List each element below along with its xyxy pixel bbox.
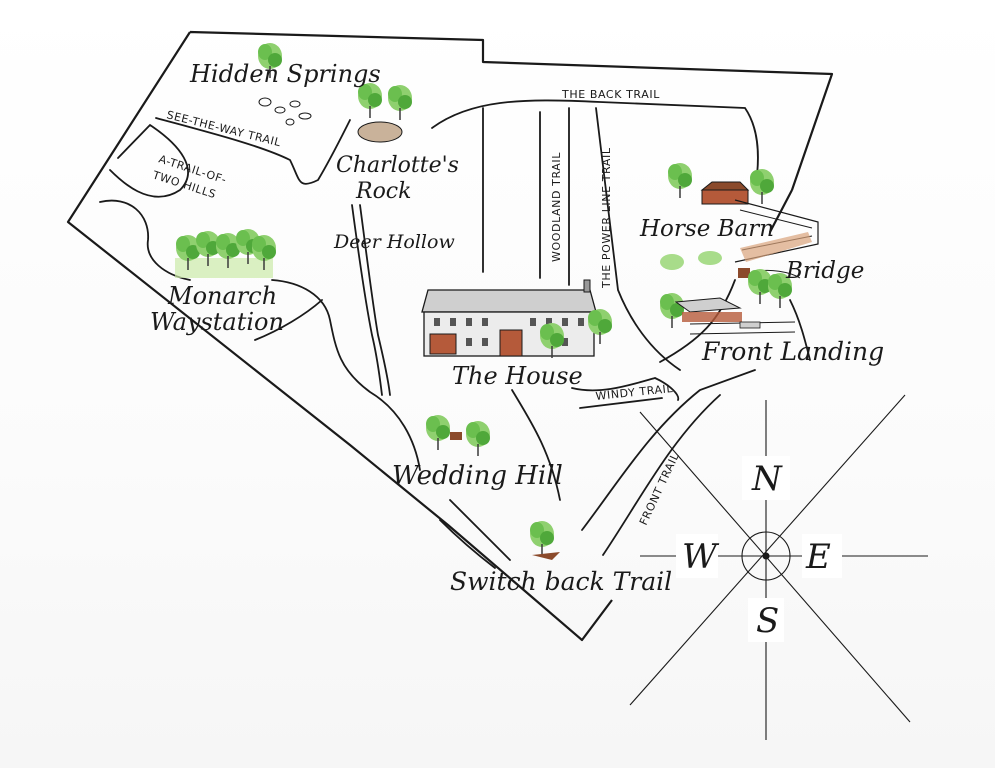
power-line-trail-label: THE POWER LINE TRAIL: [600, 147, 613, 289]
deer-hollow-path: [351, 204, 383, 396]
wedding-hill-trees: [425, 414, 491, 457]
front-landing-illustration: [659, 268, 796, 335]
back-trail-path: [431, 99, 759, 191]
compass-south: S: [756, 601, 779, 641]
the-house-illustration: [421, 279, 613, 359]
house-south-path: [511, 389, 561, 501]
compass-e-bg: [802, 534, 842, 578]
monarch-label-1: Monarch: [167, 282, 277, 310]
trail-network: [99, 99, 811, 569]
power-line-trail-path: [595, 107, 681, 371]
compass-s-bg: [748, 598, 784, 642]
back-trail-label: THE BACK TRAIL: [561, 88, 660, 101]
compass-north: N: [751, 459, 783, 499]
spring-stones: [258, 97, 312, 126]
deer-hollow-path-2: [359, 204, 391, 396]
monarch-label-2: Waystation: [150, 308, 284, 336]
woodland-trail-label: WOODLAND TRAIL: [550, 152, 563, 262]
monarch-trail-path: [271, 279, 421, 471]
two-hills-trail-path: [109, 123, 189, 198]
compass-west: W: [682, 537, 720, 577]
the-house-label: The House: [452, 362, 583, 390]
monarch-waystation-trees: [175, 228, 277, 278]
bridge-label: Bridge: [785, 258, 864, 284]
switchback-trail-label: Switch back Trail: [450, 567, 672, 596]
charlottes-rock-label-2: Rock: [355, 179, 411, 204]
hidden-springs-label: Hidden Springs: [189, 60, 381, 88]
switchback-path: [439, 499, 511, 569]
front-trail-label: FRONT TRAIL: [637, 450, 682, 527]
monarch-lower-path: [254, 299, 323, 341]
deer-hollow-label: Deer Hollow: [333, 231, 455, 253]
front-trail-path-2: [602, 394, 721, 556]
front-landing-label: Front Landing: [701, 337, 884, 366]
see-the-way-trail-path: [155, 117, 351, 185]
windy-trail-lower: [579, 397, 663, 409]
windy-trail-label: WINDY TRAIL: [595, 382, 674, 403]
see-the-way-trail-label: SEE-THE-WAY TRAIL: [165, 108, 282, 149]
windy-trail-path: [571, 377, 680, 401]
wedding-hill-label: Wedding Hill: [392, 461, 563, 491]
compass-east: E: [805, 537, 831, 577]
right-edge-path: [659, 279, 811, 363]
charlottes-rock-illustration: [357, 82, 413, 143]
front-trail-path: [581, 369, 756, 531]
switchback-tree: [529, 520, 560, 560]
property-boundary: [66, 30, 834, 642]
compass-w-bg: [676, 534, 718, 578]
horse-barn-illustration: [660, 162, 819, 270]
two-hills-loop-path: [99, 199, 191, 281]
compass-n-bg: [742, 456, 790, 500]
charlottes-rock-label-1: Charlotte's: [336, 153, 459, 178]
horse-barn-label: Horse Barn: [639, 216, 774, 242]
